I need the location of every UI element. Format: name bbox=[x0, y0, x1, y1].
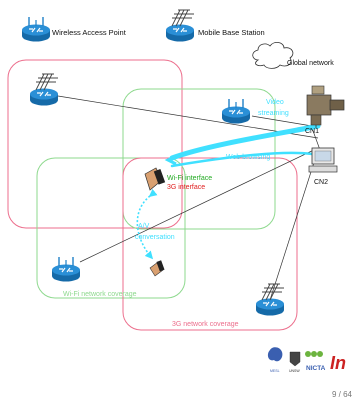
mobile-node-device bbox=[144, 167, 166, 191]
global-network-cloud-icon bbox=[252, 42, 294, 69]
router-icon bbox=[221, 105, 251, 125]
router-icon bbox=[255, 297, 285, 317]
unsw-crest-icon bbox=[289, 351, 301, 367]
antenna-legend-icon bbox=[28, 16, 44, 27]
mesl-logo-text: MESL bbox=[270, 369, 280, 373]
mobile-base-station-1 bbox=[29, 73, 59, 107]
legend-wap: Wireless Access Point bbox=[21, 16, 127, 43]
web-browsing-label: Web browsing bbox=[226, 154, 270, 161]
unsw-logo: UNSW bbox=[289, 351, 301, 373]
nicta-dot-icon bbox=[317, 351, 323, 357]
legend-mbs-label: Mobile Base Station bbox=[198, 28, 265, 37]
mbs-legend-icon bbox=[165, 23, 195, 43]
wireless-access-point-1 bbox=[221, 98, 251, 125]
3g-coverage-area-bottom-right bbox=[122, 157, 298, 331]
video-streaming-label-line1: Video bbox=[266, 99, 284, 106]
3g-coverage-label: 3G network coverage bbox=[172, 321, 239, 328]
cn1-label: CN1 bbox=[305, 128, 319, 135]
peer-phone-icon bbox=[156, 260, 165, 272]
legend-mbs: Mobile Base Station bbox=[165, 9, 265, 43]
3g-coverage-area-top-left bbox=[7, 59, 183, 229]
link-bs2-cn bbox=[269, 149, 319, 301]
3g-interface-label: 3G interface bbox=[167, 184, 205, 191]
computer-cn2 bbox=[308, 147, 338, 173]
wifi-interface-label: Wi-Fi interface bbox=[167, 175, 212, 182]
web-browsing-flow-arrow bbox=[170, 151, 314, 168]
mobile-base-station-2 bbox=[255, 283, 285, 317]
camera-lens-icon bbox=[329, 99, 345, 111]
tower-icon bbox=[35, 73, 59, 91]
video-arrowhead-icon bbox=[164, 154, 177, 166]
antenna-icon bbox=[228, 98, 244, 109]
footer-logos: MESL UNSW NICTA In bbox=[267, 347, 346, 373]
video-streaming-label-line2: streaming bbox=[258, 110, 289, 117]
wifi-coverage-area-bottom-left bbox=[36, 157, 186, 299]
wifi-coverage-label: Wi-Fi network coverage bbox=[63, 291, 137, 298]
cn2-label: CN2 bbox=[314, 179, 328, 186]
tower-icon bbox=[261, 283, 285, 301]
antenna-icon bbox=[58, 256, 74, 267]
nicta-logo-text: NICTA bbox=[306, 365, 326, 372]
peer-phone-device bbox=[149, 260, 165, 277]
keyboard-icon bbox=[308, 165, 338, 173]
tower-legend-icon bbox=[171, 9, 195, 27]
link-cn1-cn2 bbox=[311, 127, 321, 151]
link-ap1-cn bbox=[251, 115, 313, 127]
router-icon bbox=[51, 263, 81, 283]
camera-body-icon bbox=[306, 94, 332, 116]
wifi-coverage-area-top-right bbox=[122, 88, 276, 230]
unsw-logo-text: UNSW bbox=[289, 369, 300, 373]
av-conversation-label-line1: A/V bbox=[138, 223, 150, 230]
camera-base-icon bbox=[310, 114, 322, 126]
router-icon bbox=[29, 87, 59, 107]
link-bs1-cn bbox=[57, 95, 319, 139]
link-ap2-cn bbox=[79, 147, 319, 263]
nicta-dot-icon bbox=[311, 351, 317, 357]
screen-icon bbox=[314, 150, 332, 162]
nicta-logo: NICTA bbox=[305, 351, 326, 372]
phone-icon bbox=[153, 169, 166, 185]
page-number: 9 / 64 bbox=[332, 390, 353, 399]
wap-legend-icon bbox=[21, 23, 51, 43]
mesl-logo: MESL bbox=[267, 347, 283, 373]
inria-logo: In bbox=[330, 353, 346, 373]
mesl-logo-icon bbox=[267, 347, 283, 362]
video-streaming-flow-arrow bbox=[169, 123, 321, 161]
nicta-dot-icon bbox=[305, 351, 311, 357]
global-network-label: Global network bbox=[287, 60, 334, 67]
camera-viewfinder-icon bbox=[311, 85, 325, 95]
inria-logo-text: In bbox=[330, 353, 346, 373]
av-conversation-label-line2: conversation bbox=[135, 234, 175, 241]
wireless-access-point-2 bbox=[51, 256, 81, 283]
video-camera-cn1 bbox=[306, 85, 345, 128]
legend-wap-label: Wireless Access Point bbox=[52, 28, 127, 37]
